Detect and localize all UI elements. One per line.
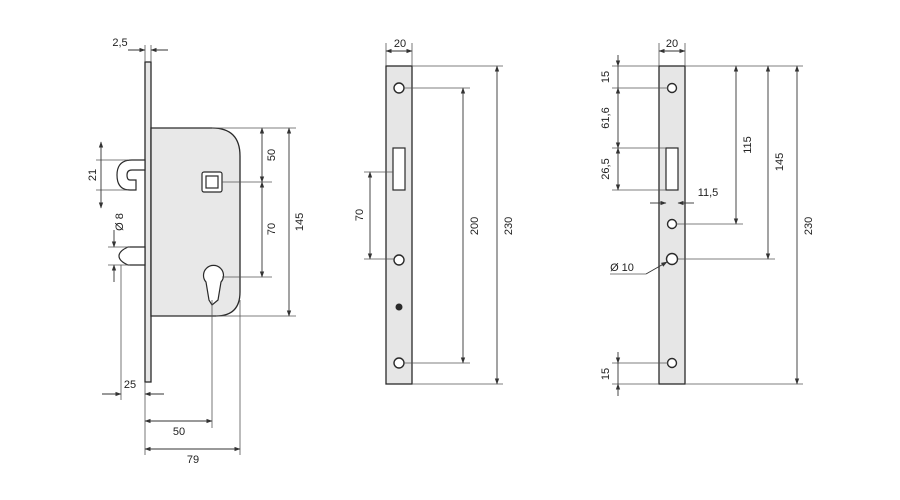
cylinder-hole bbox=[395, 303, 403, 311]
strike-slot bbox=[665, 147, 679, 191]
front-plate bbox=[385, 65, 413, 385]
dim-body-height: 145 bbox=[294, 213, 306, 231]
pin-latch bbox=[118, 246, 146, 266]
lock-case bbox=[150, 127, 241, 317]
dim-plate-width: 20 bbox=[394, 38, 406, 50]
bolt-slot bbox=[392, 147, 406, 191]
strike-plate-view: 20 15 61,6 26,5 11,5 115 145 230 Ø 10 15 bbox=[600, 38, 815, 396]
dim-145: 145 bbox=[774, 153, 786, 171]
dim-body-depth: 79 bbox=[187, 454, 199, 466]
spindle-square-icon bbox=[205, 175, 219, 189]
screw-hole-top bbox=[393, 82, 405, 94]
dim-faceplate-thickness: 2,5 bbox=[112, 37, 127, 49]
dim-pin-diameter: Ø 8 bbox=[114, 213, 126, 231]
dim-hook-offset: 25 bbox=[124, 379, 136, 391]
dim-top-margin: 15 bbox=[600, 71, 612, 83]
lock-body-view: 2,5 21 Ø 8 50 70 145 25 50 79 bbox=[87, 37, 306, 466]
dim-61-6: 61,6 bbox=[600, 107, 612, 128]
dim-backset: 50 bbox=[173, 426, 185, 438]
dim-bottom-margin: 15 bbox=[600, 368, 612, 380]
dim-screw-spacing: 200 bbox=[469, 217, 481, 235]
hook-bolt bbox=[116, 159, 146, 191]
strike-screw-hole-bottom bbox=[666, 357, 678, 369]
cylinder-cutout bbox=[202, 264, 225, 306]
dim-top-to-spindle: 50 bbox=[266, 149, 278, 161]
dim-slot-height: 26,5 bbox=[600, 158, 612, 179]
dim-hole-diameter: Ø 10 bbox=[610, 262, 634, 274]
dim-strike-plate-width: 20 bbox=[666, 38, 678, 50]
strike-pin-hole bbox=[665, 252, 679, 266]
dim-spindle-to-cylinder: 70 bbox=[266, 223, 278, 235]
screw-hole-middle bbox=[393, 254, 405, 266]
dim-slot-width: 11,5 bbox=[698, 187, 719, 199]
faceplate bbox=[144, 61, 152, 383]
dim-plate-length: 230 bbox=[503, 217, 515, 235]
dim-strike-plate-length: 230 bbox=[803, 217, 815, 235]
strike-screw-hole-top bbox=[666, 82, 678, 94]
screw-hole-bottom bbox=[393, 357, 405, 369]
front-plate-view: 20 70 200 230 bbox=[354, 38, 515, 385]
strike-screw-hole-middle bbox=[666, 218, 678, 230]
dim-bolt-slot-height: 70 bbox=[354, 209, 366, 221]
dim-115: 115 bbox=[742, 136, 754, 154]
dim-hook-height: 21 bbox=[87, 169, 99, 181]
